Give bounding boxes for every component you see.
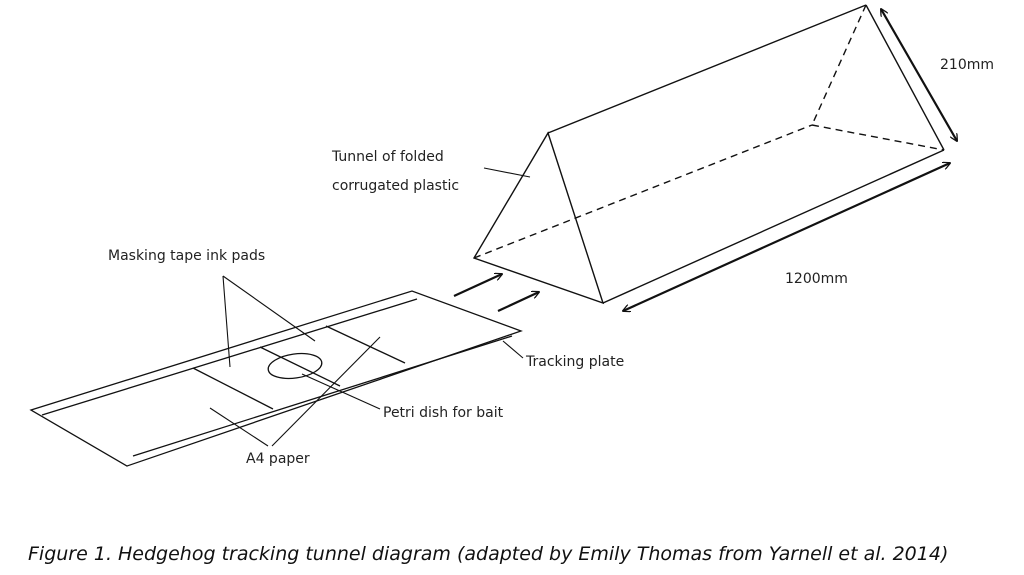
tunnel-bottom-edge xyxy=(602,149,945,304)
tracking-plate xyxy=(29,290,523,467)
leader-a4-1 xyxy=(209,407,269,447)
figure-caption: Figure 1. Hedgehog tracking tunnel diagr… xyxy=(28,543,949,565)
petri-dish-label: Petri dish for bait xyxy=(383,405,504,421)
ink-pad-divider-1 xyxy=(192,367,274,410)
leader-petri-dish xyxy=(301,373,381,410)
insert-arrow-lower xyxy=(497,292,539,312)
height-dimension-arrow xyxy=(881,9,957,141)
ink-pad-divider-3 xyxy=(325,325,406,364)
petri-dish xyxy=(267,352,323,380)
leader-lines xyxy=(209,167,531,447)
tunnel-top-ridge xyxy=(547,4,867,134)
leader-a4-2 xyxy=(271,336,381,447)
tracking-plate-inner-rail-right xyxy=(132,335,513,457)
tunnel-label-line2: corrugated plastic xyxy=(332,178,459,194)
leader-tunnel xyxy=(483,167,531,178)
tunnel-hidden-edge-2 xyxy=(811,124,945,151)
height-label: 210mm xyxy=(940,57,994,73)
tunnel-hidden-edge-3 xyxy=(473,124,813,259)
length-dimension-arrow xyxy=(623,163,950,311)
tunnel-back-slant xyxy=(865,4,945,151)
leader-ink-pad-2 xyxy=(222,275,316,342)
insert-arrow-upper xyxy=(453,274,502,297)
tracking-plate-label: Tracking plate xyxy=(525,354,624,370)
tunnel xyxy=(472,4,945,305)
leader-ink-pad-1 xyxy=(222,275,231,368)
tunnel-hidden-edge-1 xyxy=(811,4,867,126)
tracking-plate-outline xyxy=(29,290,523,467)
leader-tracking-plate xyxy=(502,340,524,359)
tunnel-label-line1: Tunnel of folded xyxy=(331,149,444,165)
masking-tape-label: Masking tape ink pads xyxy=(108,248,265,264)
length-label: 1200mm xyxy=(785,271,848,287)
ink-pad-divider-2 xyxy=(259,346,341,387)
a4-paper-label: A4 paper xyxy=(246,451,310,467)
